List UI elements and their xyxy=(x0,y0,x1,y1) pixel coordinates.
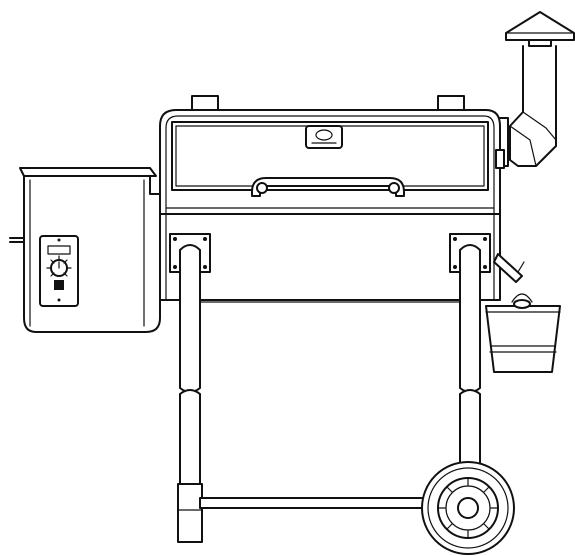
controller-dial-icon xyxy=(46,255,72,277)
wheel-hub xyxy=(457,497,479,519)
leg-left-foot xyxy=(177,483,203,543)
leg-left-upper xyxy=(179,244,201,393)
pellet-hopper xyxy=(9,167,161,333)
barrel xyxy=(159,95,505,301)
brand-emblem-icon xyxy=(305,125,343,149)
chimney-collar xyxy=(528,39,552,47)
lid-bumper-left xyxy=(191,95,219,111)
bucket-hook xyxy=(511,293,533,303)
chimney-pipe xyxy=(509,45,557,167)
wheel xyxy=(421,461,515,555)
chimney-cap xyxy=(505,11,575,41)
controller-display xyxy=(47,245,71,255)
legs xyxy=(177,244,481,543)
lid-bumper-right xyxy=(437,95,465,111)
bucket-body xyxy=(485,305,561,373)
bottom-crossbar xyxy=(199,497,441,509)
lid xyxy=(171,121,489,191)
grease-chute xyxy=(493,253,523,283)
leg-right-upper xyxy=(459,244,481,393)
grease-bucket xyxy=(485,253,561,373)
hopper-lid xyxy=(19,167,157,177)
chimney xyxy=(497,11,575,167)
power-switch xyxy=(54,280,64,290)
lid-hinge xyxy=(495,149,505,169)
